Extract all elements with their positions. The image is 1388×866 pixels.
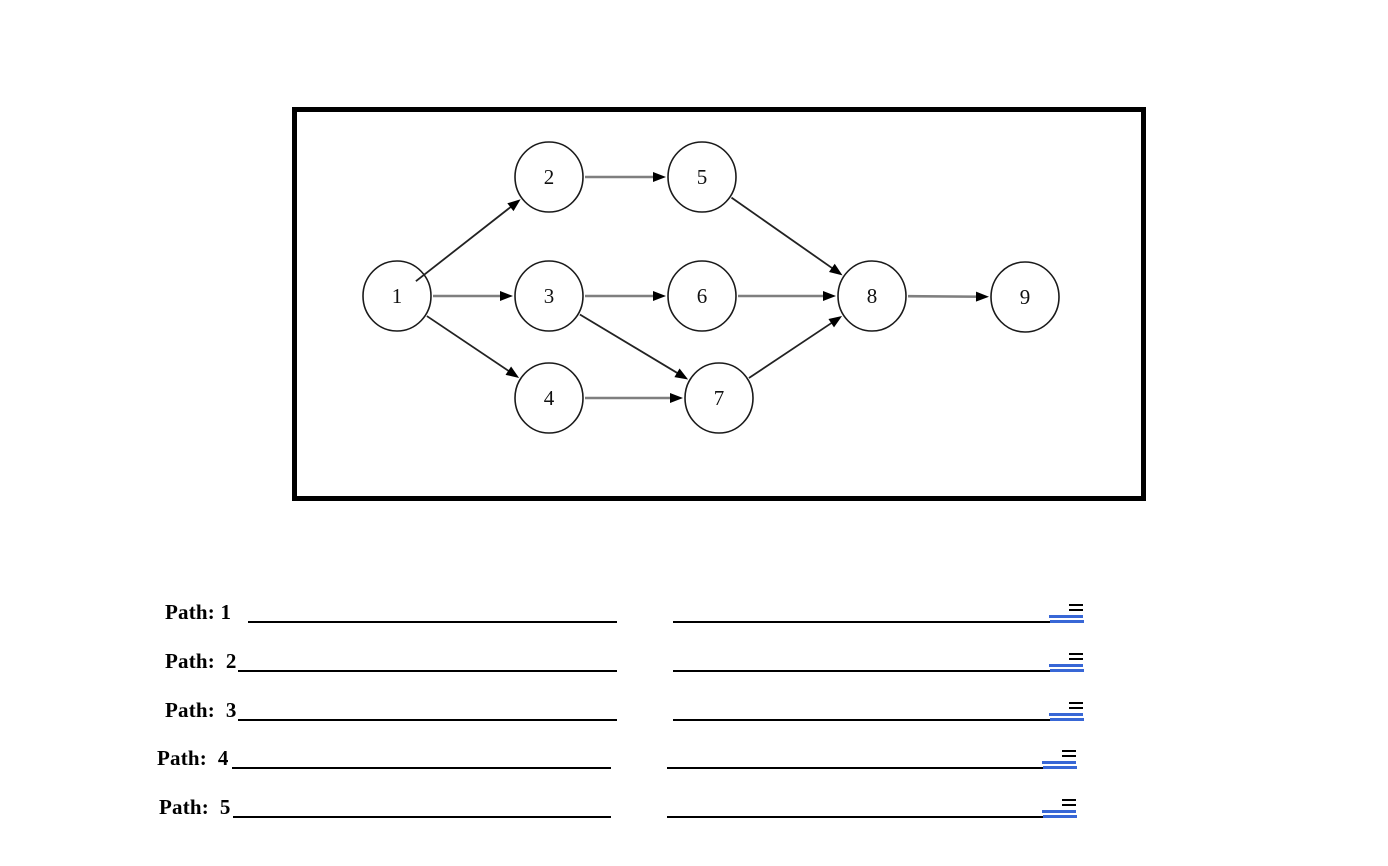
path-blank-right[interactable] bbox=[673, 670, 1057, 672]
path-blank-right[interactable] bbox=[673, 719, 1057, 721]
end-mark bbox=[1049, 600, 1085, 626]
arrowhead-icon bbox=[670, 393, 683, 403]
path-label: Path: 4 bbox=[157, 746, 229, 770]
graph-node-label: 8 bbox=[867, 284, 878, 308]
graph-node-label: 9 bbox=[1020, 285, 1031, 309]
graph-node bbox=[514, 141, 584, 213]
equals-mark bbox=[1069, 658, 1083, 661]
end-mark bbox=[1049, 649, 1085, 675]
path-label: Path: 1 bbox=[165, 600, 232, 624]
path-label: Path: 2 bbox=[165, 649, 237, 673]
graph-node-label: 4 bbox=[544, 386, 555, 410]
equals-mark bbox=[1069, 653, 1083, 656]
graph-node bbox=[362, 260, 432, 332]
end-mark bbox=[1042, 795, 1078, 821]
arrowhead-icon bbox=[653, 172, 666, 182]
path-blank-left[interactable] bbox=[238, 719, 617, 721]
path-row: Path: 5 bbox=[0, 795, 1388, 829]
graph-edge bbox=[579, 313, 686, 379]
arrowhead-icon bbox=[828, 263, 843, 276]
path-label: Path: 5 bbox=[159, 795, 231, 819]
path-row: Path: 1 bbox=[0, 600, 1388, 634]
arrowhead-icon bbox=[828, 315, 843, 328]
graph-edge bbox=[730, 196, 840, 274]
path-blank-left[interactable] bbox=[233, 816, 611, 818]
path-row: Path: 3 bbox=[0, 698, 1388, 732]
path-row: Path: 4 bbox=[0, 746, 1388, 780]
graph-edge bbox=[415, 200, 519, 282]
blue-double-underline bbox=[1049, 615, 1083, 618]
graph-node-label: 6 bbox=[697, 284, 708, 308]
arrowhead-icon bbox=[823, 291, 836, 301]
equals-mark bbox=[1062, 804, 1076, 807]
equals-mark bbox=[1069, 702, 1083, 705]
graph-node bbox=[684, 362, 754, 434]
blue-double-underline bbox=[1043, 766, 1077, 769]
blue-double-underline bbox=[1042, 761, 1076, 764]
graph-node-label: 3 bbox=[544, 284, 555, 308]
graph-svg: 1 2 3 4 5 6 7 8 9 bbox=[362, 141, 1060, 434]
graph-node bbox=[990, 261, 1060, 333]
arrowhead-icon bbox=[507, 199, 521, 212]
graph-edge bbox=[907, 294, 986, 299]
blue-double-underline bbox=[1049, 713, 1083, 716]
graph-node bbox=[514, 362, 584, 434]
path-label: Path: 3 bbox=[165, 698, 237, 722]
equals-mark bbox=[1069, 609, 1083, 612]
graph-edge bbox=[426, 315, 517, 377]
graph-node-label: 5 bbox=[697, 165, 708, 189]
blue-double-underline bbox=[1050, 669, 1084, 672]
path-blank-right[interactable] bbox=[673, 621, 1057, 623]
graph-edge bbox=[748, 317, 840, 379]
path-blank-left[interactable] bbox=[232, 767, 611, 769]
graph-node bbox=[514, 260, 584, 332]
blue-double-underline bbox=[1043, 815, 1077, 818]
arrowhead-icon bbox=[505, 366, 520, 378]
graph-node bbox=[837, 260, 907, 332]
equals-mark bbox=[1062, 755, 1076, 758]
end-mark bbox=[1049, 698, 1085, 724]
graph-node-label: 2 bbox=[544, 165, 555, 189]
path-blank-left[interactable] bbox=[248, 621, 617, 623]
graph-node-label: 1 bbox=[392, 284, 403, 308]
graph-node-label: 7 bbox=[714, 386, 725, 410]
blue-double-underline bbox=[1050, 718, 1084, 721]
blue-double-underline bbox=[1050, 620, 1084, 623]
path-blank-left[interactable] bbox=[238, 670, 617, 672]
equals-mark bbox=[1069, 707, 1083, 710]
equals-mark bbox=[1062, 799, 1076, 802]
path-blank-right[interactable] bbox=[667, 767, 1051, 769]
blue-double-underline bbox=[1042, 810, 1076, 813]
blue-double-underline bbox=[1049, 664, 1083, 667]
arrowhead-icon bbox=[500, 291, 513, 301]
end-mark bbox=[1042, 746, 1078, 772]
arrowhead-icon bbox=[674, 368, 689, 380]
path-blank-right[interactable] bbox=[667, 816, 1051, 818]
path-row: Path: 2 bbox=[0, 649, 1388, 683]
graph-node bbox=[667, 260, 737, 332]
equals-mark bbox=[1069, 604, 1083, 607]
arrowhead-icon bbox=[653, 291, 666, 301]
network-diagram-frame: 1 2 3 4 5 6 7 8 9 bbox=[292, 107, 1146, 501]
graph-node bbox=[667, 141, 737, 213]
equals-mark bbox=[1062, 750, 1076, 753]
arrowhead-icon bbox=[975, 291, 990, 302]
